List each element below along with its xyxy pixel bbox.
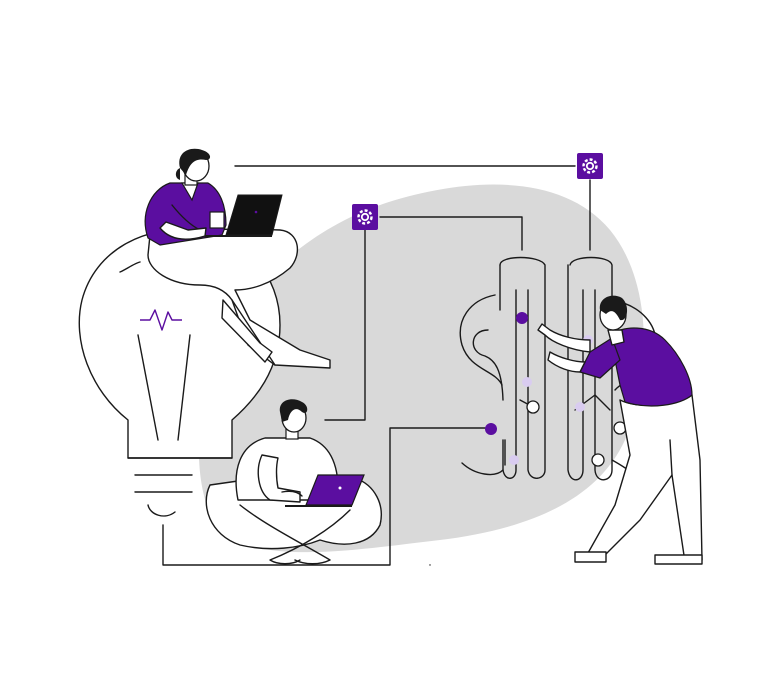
connector-lines [162,165,591,566]
gear-icon [352,204,378,230]
gear-icon [577,153,603,179]
person-man-standing-pointing [537,295,703,565]
circuit-nodes [485,312,627,467]
person-woman-with-laptop [144,148,331,369]
person-man-sitting-with-laptop [205,399,382,565]
